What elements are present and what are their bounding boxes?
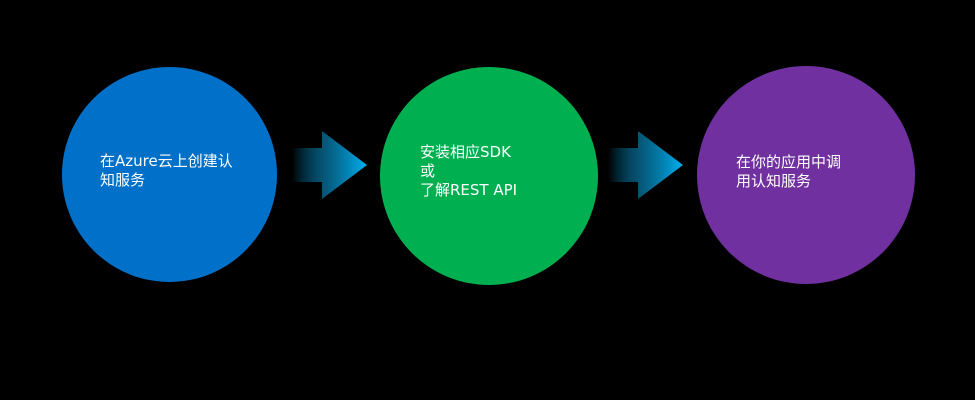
- arrow-2-icon: [608, 131, 683, 199]
- step-1-label: 在Azure云上创建认 知服务: [100, 152, 233, 190]
- arrow-2-shape: [608, 131, 683, 199]
- step-2-circle: [380, 67, 598, 285]
- step-2-label-line-1: 安装相应SDK: [420, 143, 511, 161]
- step-3-label-line-2: 用认知服务: [736, 172, 812, 190]
- step-1-label-line-1: 在Azure云上创建认: [100, 152, 233, 170]
- step-2-label-line-2: 或: [420, 162, 436, 180]
- step-3-label-line-1: 在你的应用中调: [736, 153, 842, 171]
- step-2-label-line-3: 了解REST API: [420, 181, 518, 199]
- step-2-label: 安装相应SDK 或 了解REST API: [420, 143, 517, 200]
- arrow-1-shape: [292, 131, 367, 199]
- step-1-label-line-2: 知服务: [100, 171, 146, 189]
- arrow-1-icon: [292, 131, 367, 199]
- step-1-circle: [62, 67, 277, 282]
- step-3-circle: [697, 66, 915, 284]
- step-3-label: 在你的应用中调 用认知服务: [736, 153, 841, 191]
